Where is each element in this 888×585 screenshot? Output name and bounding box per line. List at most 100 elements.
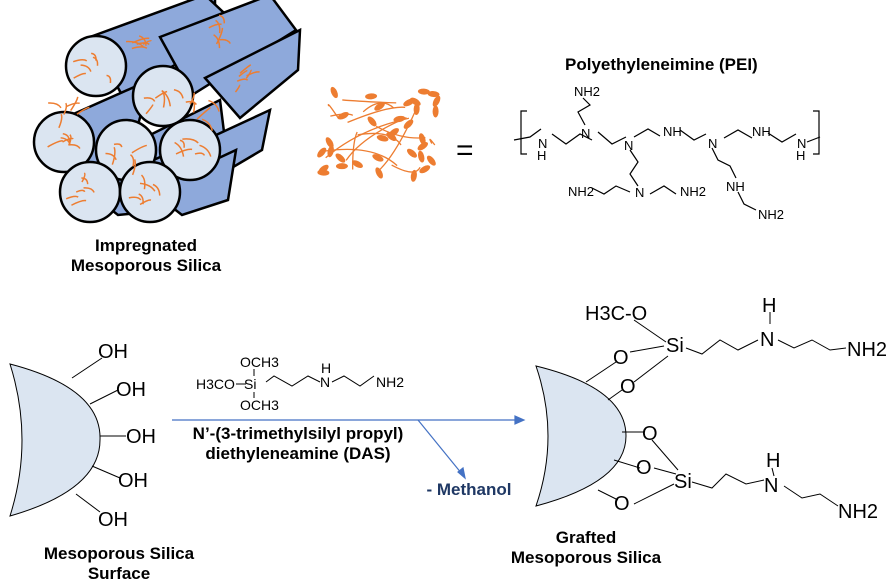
pei-strand (238, 69, 248, 77)
nh-atom: NH (663, 124, 682, 139)
pei-strand (76, 106, 90, 115)
pei-strand (246, 71, 260, 77)
pei-strand (111, 146, 116, 165)
pei-strand (208, 99, 220, 112)
o-atom: O (642, 423, 658, 445)
pei-strand (62, 137, 74, 143)
pei-structure (513, 97, 821, 211)
pore-face (118, 160, 182, 224)
pei-atom-labels: N H NH2 N N NH N NH N H N NH2 NH2 NH NH2 (537, 84, 806, 222)
pei-strand (161, 90, 166, 108)
pei-monomer (432, 95, 441, 107)
n-atom: N (797, 136, 806, 151)
pei-monomer (330, 86, 338, 99)
pei-strand (245, 69, 252, 79)
grafted-label: Grafted Mesoporous Silica (496, 528, 676, 568)
pei-strand (72, 59, 88, 63)
hydroxyl-label: OH (116, 379, 146, 401)
grafted-atom-labels: H3C-O Si O O H N NH2 O O O Si H N NH2 (585, 295, 887, 523)
pei-strand (131, 144, 147, 154)
pei-monomer (393, 115, 406, 123)
pei-strand (75, 189, 86, 193)
pei-monomer (427, 91, 440, 98)
pei-strand (173, 89, 184, 99)
pei-strand (139, 182, 156, 192)
pei-strand (81, 172, 86, 183)
h-atom: H (796, 148, 805, 163)
nh2-atom: NH2 (847, 339, 887, 361)
pei-strand (175, 148, 193, 155)
das-name-line2: diethyleneamine (DAS) (205, 444, 391, 463)
pei-chain (352, 131, 358, 170)
h-atom: H (766, 450, 780, 472)
cylinder-bundle (32, 0, 302, 224)
pei-monomer (413, 103, 420, 116)
pei-monomer (417, 150, 425, 163)
pei-monomer (365, 93, 378, 100)
pei-strand (140, 174, 146, 190)
pei-monomer (372, 154, 384, 162)
pei-monomer (426, 155, 436, 166)
pei-monomer (317, 169, 330, 176)
grafted-silica-surface (535, 365, 627, 507)
hn-atom: NH (726, 179, 745, 194)
h3c-o-group: H3C-O (585, 303, 647, 325)
h-atom: H (537, 148, 546, 163)
h-atom: H (321, 360, 331, 376)
pei-monomer (367, 116, 377, 127)
pei-strand (83, 187, 95, 193)
n-atom: N (635, 185, 644, 200)
pei-monomer (406, 148, 417, 158)
pei-strand (185, 100, 197, 106)
pei-strand (152, 183, 161, 196)
h-atom: H (762, 295, 776, 317)
n-atom: N (581, 126, 590, 141)
n-atom: N (708, 136, 717, 151)
oh-bonds (71, 357, 126, 513)
pei-strand (80, 64, 92, 72)
pei-monomer (325, 137, 334, 149)
pei-monomer (376, 134, 389, 142)
si-atom: Si (674, 471, 692, 493)
methanol-arrow (417, 419, 466, 480)
oh-groups: OH OH OH OH OH (98, 341, 156, 531)
pore-face (131, 64, 195, 128)
pei-strand (215, 27, 224, 45)
pei-monomer (327, 145, 334, 158)
pei-monomer (335, 153, 346, 163)
pei-strand (126, 40, 144, 48)
nh2-atom: NH2 (680, 184, 706, 199)
n-atom: N (760, 329, 774, 351)
pei-monomer (417, 141, 428, 151)
das-structure (236, 369, 375, 398)
pei-monomer (352, 160, 363, 169)
pei-strand (70, 96, 79, 111)
pei-strand (73, 72, 87, 79)
pei-strand (106, 74, 112, 84)
pei-strand (113, 143, 123, 148)
pei-strand (92, 56, 99, 66)
nh2-atom: NH2 (758, 207, 784, 222)
grafted-label-line2: Mesoporous Silica (510, 548, 662, 567)
pei-chain (377, 107, 418, 172)
impregnated-label-line1: Impregnated (94, 236, 198, 255)
surface-label: Mesoporous Silica Surface (24, 544, 214, 584)
h3co-atom: H3CO (196, 376, 235, 392)
pei-monomer (419, 165, 431, 174)
pei-monomer (335, 163, 348, 170)
pei-strand (143, 97, 156, 102)
silica-surface (9, 363, 101, 517)
si-atom: Si (244, 376, 256, 392)
pei-strand (196, 106, 211, 120)
o-atom: O (636, 457, 652, 479)
pei-monomer (410, 169, 417, 182)
nh-atom: NH (752, 124, 771, 139)
equals-sign: = (456, 134, 474, 167)
pei-strand (136, 42, 150, 46)
n-atom: N (764, 475, 778, 497)
pei-monomer (317, 147, 327, 158)
das-name: N’-(3-trimethylsilyl propyl) diethylenea… (168, 424, 428, 464)
pei-strand (194, 152, 206, 156)
das-atom-labels: OCH3 H3CO Si OCH3 N H NH2 (196, 354, 404, 413)
nh2-atom: NH2 (574, 84, 600, 99)
